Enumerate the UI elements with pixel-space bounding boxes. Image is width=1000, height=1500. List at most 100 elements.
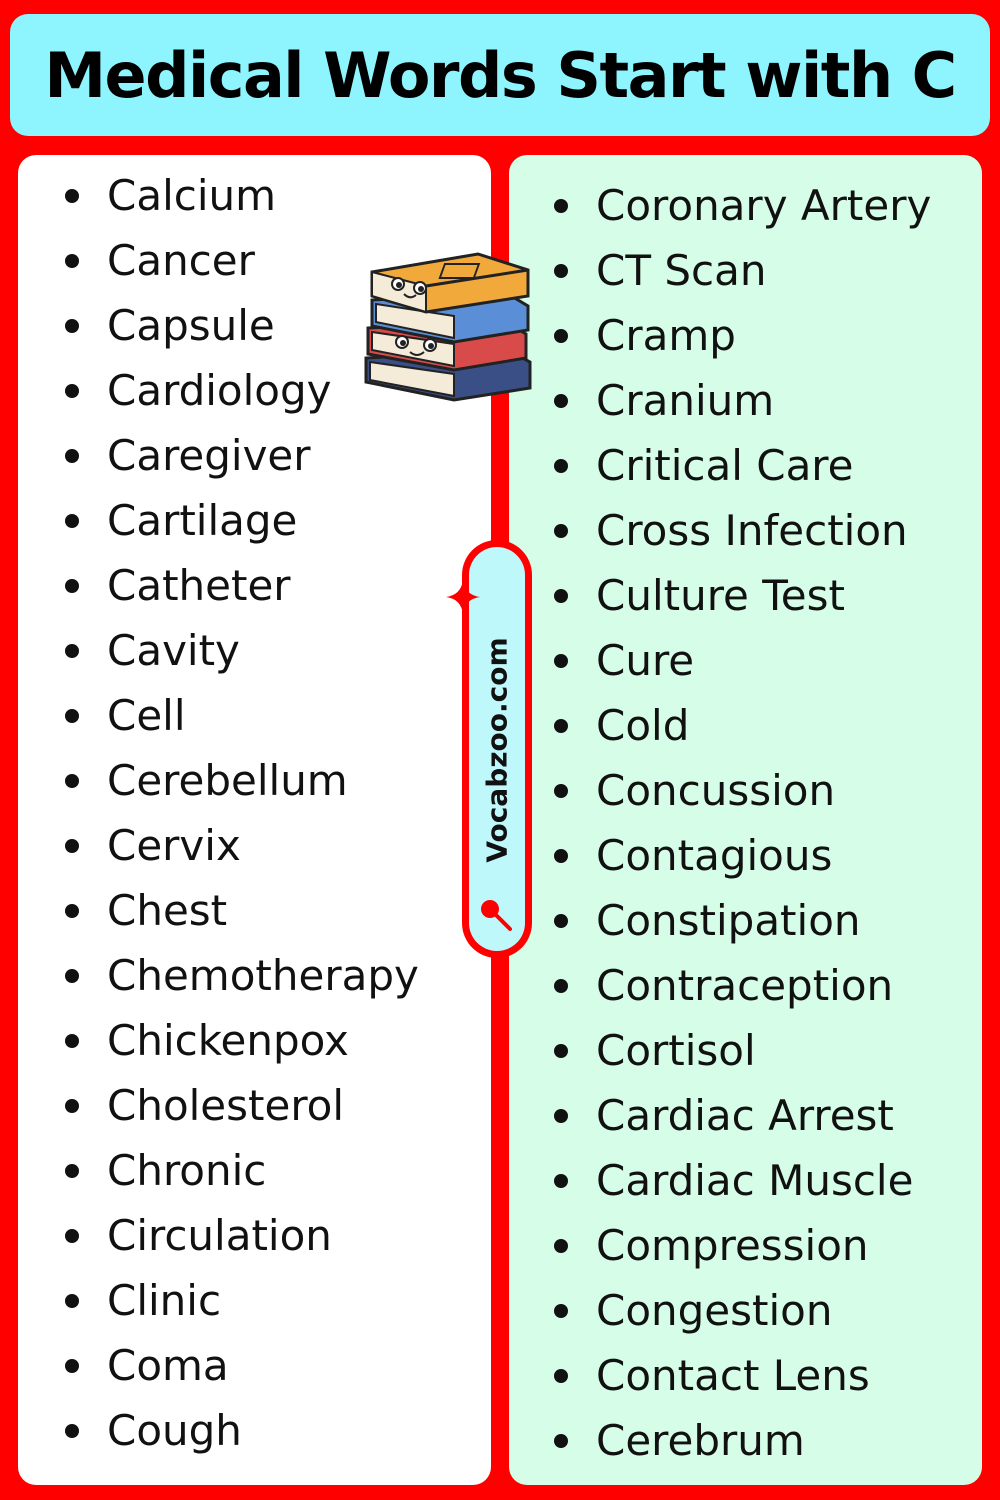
bullet-icon xyxy=(65,1098,79,1113)
bullet-icon xyxy=(65,838,79,853)
word-label: Cavity xyxy=(107,626,240,675)
bullet-icon xyxy=(65,1033,79,1048)
list-item: Chest xyxy=(18,878,227,943)
bullet-icon xyxy=(65,1163,79,1178)
list-item: Coronary Artery xyxy=(509,173,931,238)
list-item: Critical Care xyxy=(509,433,854,498)
list-item: Cervix xyxy=(18,813,241,878)
title-bar: Medical Words Start with C xyxy=(10,14,990,136)
bullet-icon xyxy=(65,188,79,203)
list-item: Cardiac Muscle xyxy=(509,1148,913,1213)
list-item: Cure xyxy=(509,628,694,693)
bullet-icon xyxy=(65,708,79,723)
list-item: Compression xyxy=(509,1213,869,1278)
word-label: Cancer xyxy=(107,236,255,285)
word-label: Capsule xyxy=(107,301,275,350)
bullet-icon xyxy=(554,393,568,408)
word-label: Cerebellum xyxy=(107,756,348,805)
word-label: Congestion xyxy=(596,1286,833,1335)
word-label: Chemotherapy xyxy=(107,951,419,1000)
bullet-icon xyxy=(65,903,79,918)
list-item: Cell xyxy=(18,683,186,748)
bullet-icon xyxy=(554,978,568,993)
word-label: Caregiver xyxy=(107,431,311,480)
bullet-icon xyxy=(554,1433,568,1448)
list-item: Culture Test xyxy=(509,563,845,628)
bullet-icon xyxy=(554,263,568,278)
word-label: Compression xyxy=(596,1221,869,1270)
bullet-icon xyxy=(554,1173,568,1188)
magnifier-icon xyxy=(481,900,512,931)
site-name: Vocabzoo.com xyxy=(480,637,514,863)
list-item: Capsule xyxy=(18,293,275,358)
list-item: Cartilage xyxy=(18,488,297,553)
list-item: Cough xyxy=(18,1398,242,1463)
list-item: Clinic xyxy=(18,1268,221,1333)
word-label: Chronic xyxy=(107,1146,267,1195)
list-item: Circulation xyxy=(18,1203,332,1268)
bullet-icon xyxy=(65,1358,79,1373)
word-label: Circulation xyxy=(107,1211,332,1260)
word-label: Cholesterol xyxy=(107,1081,345,1130)
list-item: Concussion xyxy=(509,758,835,823)
bullet-icon xyxy=(65,318,79,333)
word-label: Clinic xyxy=(107,1276,222,1325)
bullet-icon xyxy=(554,1043,568,1058)
bullet-icon xyxy=(554,198,568,213)
word-label: CT Scan xyxy=(596,246,767,295)
bullet-icon xyxy=(554,783,568,798)
word-label: Cardiac Muscle xyxy=(596,1156,914,1205)
list-item: Cramp xyxy=(509,303,736,368)
bullet-icon xyxy=(554,1368,568,1383)
list-item: Contact Lens xyxy=(509,1343,870,1408)
bullet-icon xyxy=(65,1293,79,1308)
word-label: Cardiac Arrest xyxy=(596,1091,894,1140)
word-label: Constipation xyxy=(596,896,861,945)
word-label: Chest xyxy=(107,886,228,935)
word-label: Coronary Artery xyxy=(596,181,932,230)
word-label: Cramp xyxy=(596,311,736,360)
bullet-icon xyxy=(65,1423,79,1438)
list-item: Cold xyxy=(509,693,689,758)
list-item: Cancer xyxy=(18,228,255,293)
word-label: Cough xyxy=(107,1406,242,1455)
bullet-icon xyxy=(554,458,568,473)
list-item: Contagious xyxy=(509,823,832,888)
bullet-icon xyxy=(554,1238,568,1253)
word-label: Cardiology xyxy=(107,366,332,415)
bullet-icon xyxy=(65,513,79,528)
word-label: Critical Care xyxy=(596,441,854,490)
word-label: Chickenpox xyxy=(107,1016,349,1065)
bullet-icon xyxy=(65,643,79,658)
bullet-icon xyxy=(554,913,568,928)
word-label: Cold xyxy=(596,701,690,750)
word-label: Cortisol xyxy=(596,1026,756,1075)
list-item: Cavity xyxy=(18,618,240,683)
list-item: Congestion xyxy=(509,1278,832,1343)
word-label: Contraception xyxy=(596,961,894,1010)
bullet-icon xyxy=(65,253,79,268)
list-item: CT Scan xyxy=(509,238,766,303)
page-title: Medical Words Start with C xyxy=(44,38,957,112)
sparkle-icon xyxy=(446,580,480,614)
list-item: Contraception xyxy=(509,953,893,1018)
word-label: Calcium xyxy=(107,171,277,220)
list-item: Chronic xyxy=(18,1138,266,1203)
books-icon xyxy=(364,252,532,402)
list-item: Cerebrum xyxy=(509,1408,805,1473)
word-label: Contact Lens xyxy=(596,1351,870,1400)
site-badge: Vocabzoo.com xyxy=(462,540,532,958)
bullet-icon xyxy=(65,578,79,593)
bullet-icon xyxy=(554,653,568,668)
bullet-icon xyxy=(65,1228,79,1243)
list-item: Chickenpox xyxy=(18,1008,349,1073)
bullet-icon xyxy=(554,848,568,863)
word-label: Cell xyxy=(107,691,186,740)
list-item: Cerebellum xyxy=(18,748,348,813)
bullet-icon xyxy=(65,383,79,398)
list-item: Cardiac Arrest xyxy=(509,1083,894,1148)
list-item: Cardiology xyxy=(18,358,332,423)
bullet-icon xyxy=(65,448,79,463)
bullet-icon xyxy=(65,773,79,788)
